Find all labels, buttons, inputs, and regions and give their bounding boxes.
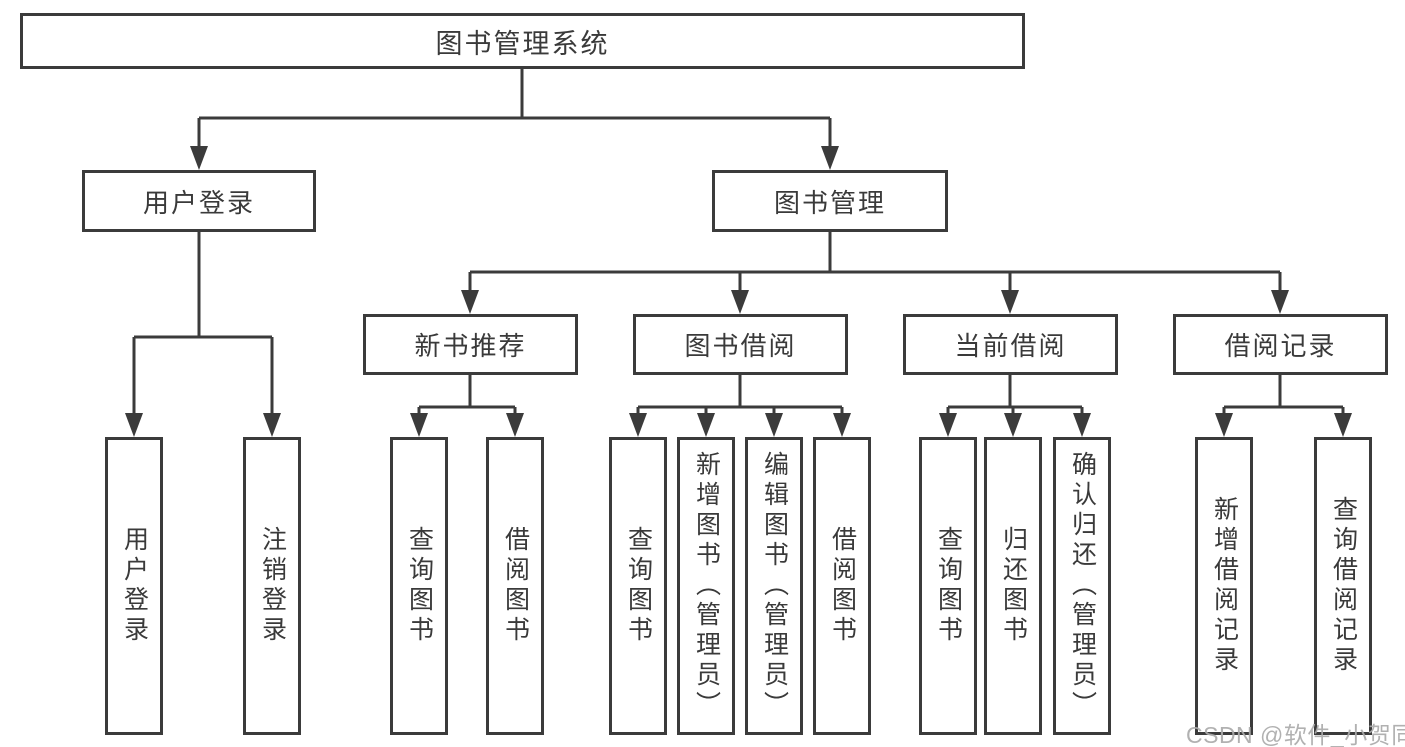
- node-leaf-user-login: 用户登录: [105, 437, 163, 735]
- node-leaf-query-book-3: 查询图书: [919, 437, 977, 735]
- node-leaf-return-book: 归还图书: [984, 437, 1042, 735]
- node-leaf-add-book-admin: 新增图书（管理员）: [677, 437, 735, 735]
- node-leaf-borrow-book-1: 借阅图书: [486, 437, 544, 735]
- node-leaf-logout: 注销登录: [243, 437, 301, 735]
- node-borrowing-records: 借阅记录: [1173, 314, 1388, 375]
- node-book-borrowing: 图书借阅: [633, 314, 848, 375]
- node-user-login: 用户登录: [82, 170, 316, 232]
- node-new-book-recommend: 新书推荐: [363, 314, 578, 375]
- node-library-management-system: 图书管理系统: [20, 13, 1025, 69]
- node-leaf-edit-book-admin: 编辑图书（管理员）: [745, 437, 803, 735]
- node-book-management: 图书管理: [712, 170, 948, 232]
- node-leaf-query-book-1: 查询图书: [390, 437, 448, 735]
- node-leaf-query-book-2: 查询图书: [609, 437, 667, 735]
- node-leaf-confirm-return-admin: 确认归还（管理员）: [1053, 437, 1111, 735]
- watermark: CSDN @软件_小贺同学: [1186, 722, 1405, 747]
- node-leaf-add-borrow-record: 新增借阅记录: [1195, 437, 1253, 735]
- node-leaf-borrow-book-2: 借阅图书: [813, 437, 871, 735]
- node-current-borrowing: 当前借阅: [903, 314, 1118, 375]
- node-leaf-query-borrow-record: 查询借阅记录: [1314, 437, 1372, 735]
